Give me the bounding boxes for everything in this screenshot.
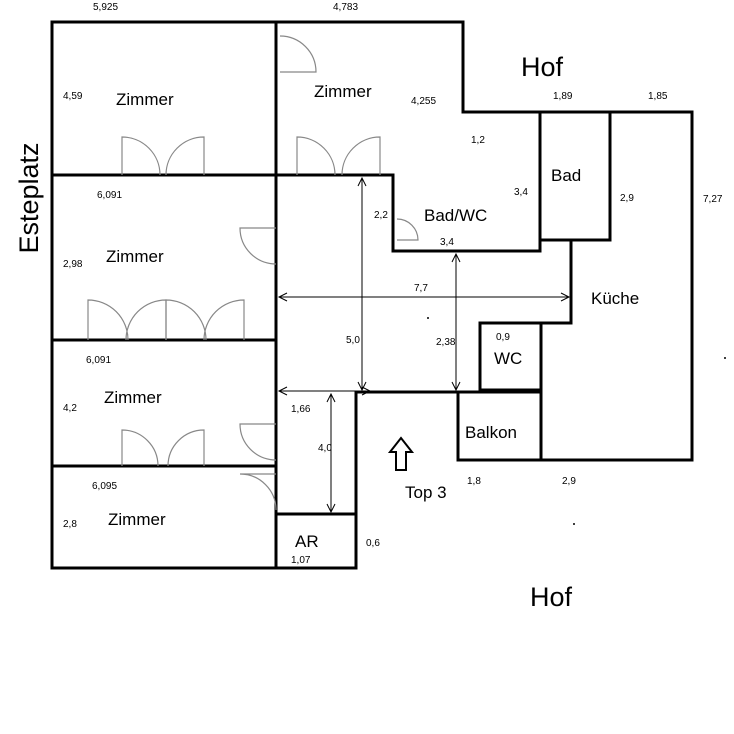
dimension-label: 0,9 [496, 332, 510, 343]
dimension-label: 2,8 [63, 519, 77, 530]
dimension-label: 3,4 [440, 237, 454, 248]
entrance-label: Top 3 [405, 483, 447, 502]
dimension-label: 0,6 [366, 538, 380, 549]
dot-mark [573, 523, 575, 525]
dimension-label: 1,89 [553, 91, 573, 102]
room-label-zimmer-2: Zimmer [314, 82, 372, 101]
dimension-lines [277, 176, 571, 514]
room-label-balkon: Balkon [465, 423, 517, 442]
dimension-label: 4,2 [63, 403, 77, 414]
dimension-label: 1,66 [291, 404, 311, 415]
yard-top-label: Hof [521, 52, 564, 82]
dimension-label: 4,255 [411, 96, 436, 107]
dimension-label: 2,2 [374, 210, 388, 221]
dimension-label: 6,091 [86, 355, 111, 366]
room-label-zimmer-4: Zimmer [104, 388, 162, 407]
dimension-label: 1,8 [467, 476, 481, 487]
dimension-label: 2,38 [436, 337, 456, 348]
room-label-zimmer-5: Zimmer [108, 510, 166, 529]
room-label-kueche: Küche [591, 289, 639, 308]
dimension-label: 6,095 [92, 481, 117, 492]
room-label-bad-wc: Bad/WC [424, 206, 487, 225]
dot-mark [724, 357, 726, 359]
walls [50, 20, 694, 570]
dot-mark [427, 317, 429, 319]
room-label-zimmer-1: Zimmer [116, 90, 174, 109]
room-label-bad: Bad [551, 166, 581, 185]
doors [87, 35, 419, 511]
dimension-label: 6,091 [97, 190, 122, 201]
dimension-label: 4,783 [333, 2, 358, 13]
dimension-label: 1,2 [471, 135, 485, 146]
dimension-label: 4,0 [318, 443, 332, 454]
dimension-label: 1,07 [291, 555, 311, 566]
dimension-label: 1,85 [648, 91, 668, 102]
dimension-label: 2,9 [620, 193, 634, 204]
dimension-label: 5,925 [93, 2, 118, 13]
room-label-zimmer-3: Zimmer [106, 247, 164, 266]
dimension-label: 5,0 [346, 335, 360, 346]
dimension-label: 2,9 [562, 476, 576, 487]
dimension-label: 7,7 [414, 283, 428, 294]
dimension-label: 4,59 [63, 91, 83, 102]
dimension-label: 3,4 [514, 187, 528, 198]
dimension-label: 7,27 [703, 194, 723, 205]
dimension-label: 2,98 [63, 259, 83, 270]
room-label-wc: WC [494, 349, 522, 368]
entrance-arrow-icon [387, 436, 415, 471]
room-label-ar: AR [295, 532, 319, 551]
yard-bottom-label: Hof [530, 582, 573, 612]
street-label: Esteplatz [14, 142, 44, 253]
